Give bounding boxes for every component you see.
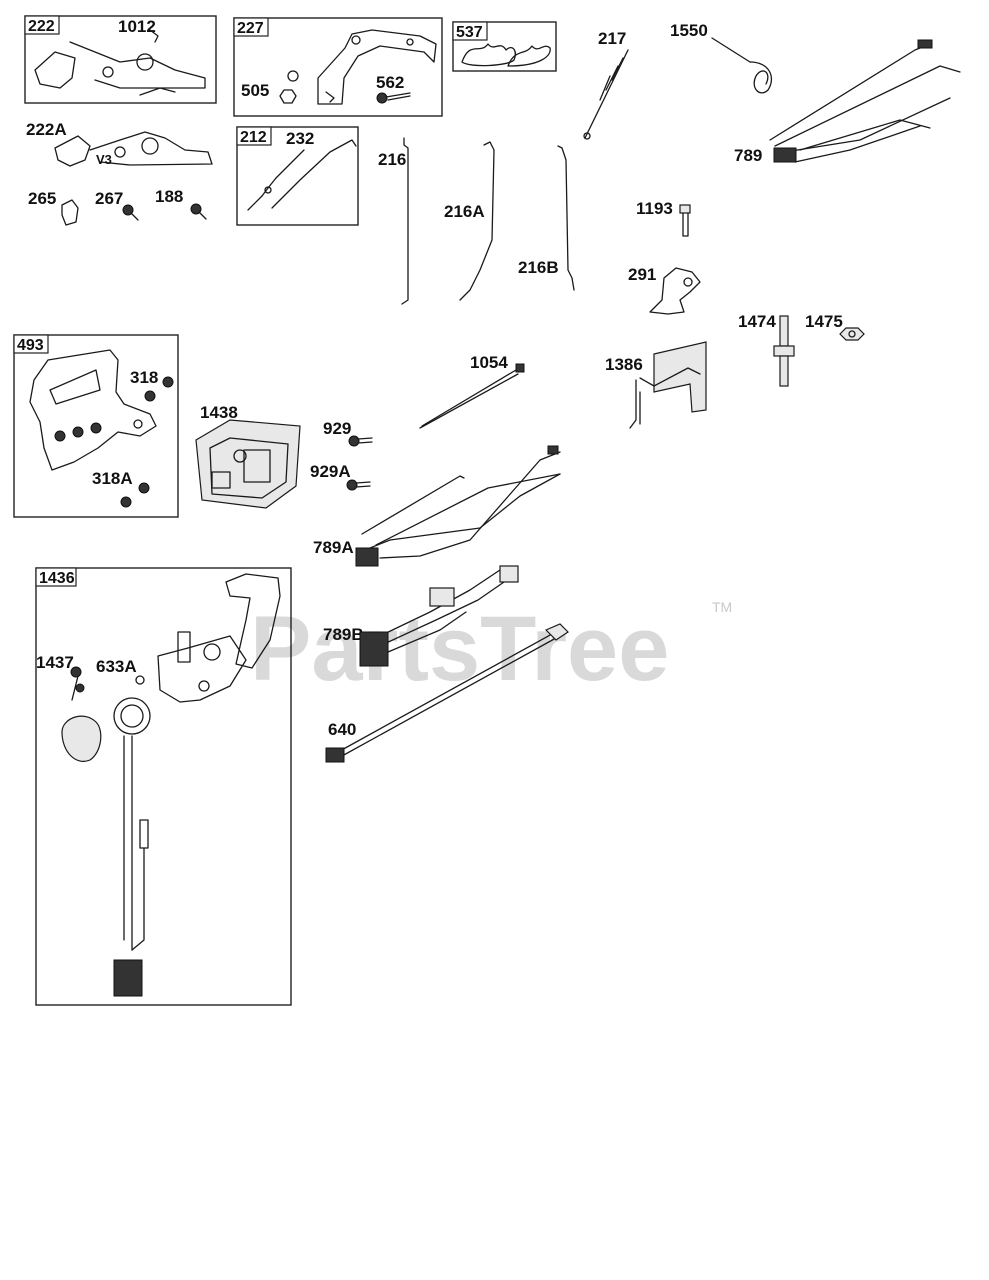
switch-633a[interactable]	[61, 697, 151, 997]
stud-1474[interactable]	[773, 315, 795, 387]
label-291[interactable]: 291	[628, 265, 656, 284]
rod-216[interactable]	[401, 137, 409, 305]
label-633a[interactable]: 633A	[96, 657, 137, 676]
label-1474[interactable]: 1474	[738, 312, 776, 331]
wire-harness-789[interactable]	[769, 39, 961, 163]
box-222	[24, 15, 217, 104]
label-929[interactable]: 929	[323, 419, 351, 438]
screw-267[interactable]	[122, 204, 139, 221]
label-1438[interactable]: 1438	[200, 403, 238, 422]
shield-1386[interactable]	[629, 341, 707, 429]
label-222a[interactable]: 222A	[26, 120, 67, 139]
bracket-493[interactable]	[29, 349, 157, 471]
spring-217[interactable]	[583, 49, 629, 140]
label-318[interactable]: 318	[130, 368, 158, 387]
wire-harness-789b[interactable]	[359, 565, 519, 667]
label-1386[interactable]: 1386	[605, 355, 643, 374]
screw-929[interactable]	[348, 435, 373, 447]
label-562[interactable]: 562	[376, 73, 404, 92]
label-v3: V3	[96, 152, 112, 167]
box-222-tag	[24, 15, 60, 35]
box-212	[236, 126, 359, 226]
label-1475[interactable]: 1475	[805, 312, 843, 331]
watermark-text: PartsTree	[250, 598, 669, 700]
label-212: 212	[240, 129, 267, 146]
nut-1475[interactable]	[839, 327, 865, 341]
clip-265[interactable]	[61, 199, 79, 226]
label-929a[interactable]: 929A	[310, 462, 351, 481]
spring-537[interactable]	[461, 43, 551, 67]
label-216b[interactable]: 216B	[518, 258, 559, 277]
label-222: 222	[28, 18, 55, 35]
control-bracket-227[interactable]	[317, 29, 437, 105]
label-227: 227	[237, 20, 264, 37]
label-216a[interactable]: 216A	[444, 202, 485, 221]
label-505[interactable]: 505	[241, 81, 269, 100]
label-493: 493	[17, 337, 44, 354]
bracket-assembly-1436[interactable]	[135, 573, 281, 703]
box-493	[13, 334, 179, 518]
label-232[interactable]: 232	[286, 129, 314, 148]
governor-control-assembly[interactable]	[34, 29, 206, 96]
screw-929a[interactable]	[346, 479, 371, 491]
box-227	[233, 17, 443, 117]
governor-control-assembly-alt[interactable]	[54, 131, 213, 167]
label-216[interactable]: 216	[378, 150, 406, 169]
rod-216a[interactable]	[459, 141, 495, 301]
wire-640[interactable]	[325, 623, 569, 763]
label-1193[interactable]: 1193	[636, 199, 673, 218]
label-217[interactable]: 217	[598, 29, 626, 48]
box-212-tag	[236, 126, 272, 146]
label-537: 537	[456, 24, 483, 41]
housing-1438[interactable]	[195, 419, 301, 509]
screw-318a[interactable]	[120, 482, 150, 508]
label-318a[interactable]: 318A	[92, 469, 133, 488]
label-789b[interactable]: 789B	[323, 625, 364, 644]
wire-harness-789a[interactable]	[355, 445, 561, 567]
spring-1550[interactable]	[711, 37, 773, 94]
cable-tie-1054[interactable]	[419, 363, 525, 429]
label-789a[interactable]: 789A	[313, 538, 354, 557]
rod-216b[interactable]	[557, 145, 575, 291]
screw-318[interactable]	[144, 376, 174, 402]
watermark-trademark: TM	[712, 599, 732, 615]
label-1436: 1436	[39, 570, 75, 587]
screw-562[interactable]	[376, 92, 411, 104]
lever-291[interactable]	[649, 267, 701, 315]
box-537-tag	[452, 21, 488, 41]
label-188[interactable]: 188	[155, 187, 183, 206]
screw-188[interactable]	[190, 203, 207, 220]
label-1437[interactable]: 1437	[36, 653, 74, 672]
washer-505[interactable]	[279, 70, 299, 104]
governor-spring-link-232[interactable]	[247, 139, 357, 211]
box-537	[452, 21, 557, 72]
label-1550[interactable]: 1550	[670, 21, 708, 40]
label-267[interactable]: 267	[95, 189, 123, 208]
box-493-tag	[13, 334, 49, 354]
box-227-tag	[233, 17, 269, 37]
label-1012[interactable]: 1012	[118, 17, 156, 36]
box-1436-tag	[35, 567, 77, 587]
bolt-1193[interactable]	[679, 204, 691, 237]
label-1054[interactable]: 1054	[470, 353, 508, 372]
label-640[interactable]: 640	[328, 720, 356, 739]
label-789[interactable]: 789	[734, 146, 762, 165]
box-1436	[35, 567, 292, 1006]
label-265[interactable]: 265	[28, 189, 56, 208]
screw-1437[interactable]	[70, 666, 85, 701]
